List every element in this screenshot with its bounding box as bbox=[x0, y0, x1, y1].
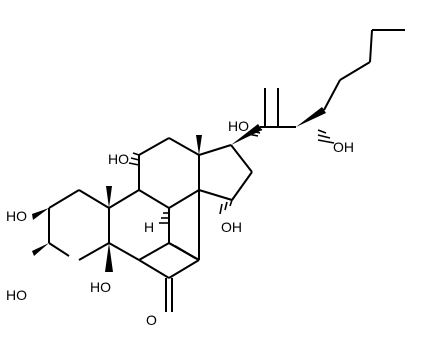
c3-oh-wedge bbox=[32, 243, 49, 256]
c14-oh-hash bbox=[219, 199, 233, 215]
c2-oh-wedge bbox=[32, 208, 49, 220]
ho-c5-label: HO bbox=[90, 279, 111, 295]
h-c9-label: H bbox=[144, 219, 154, 235]
ho-c11-label: HO bbox=[108, 151, 129, 167]
ring-b bbox=[108, 189, 170, 261]
c6-c7-bond bbox=[168, 242, 200, 261]
oh-c14-label: OH bbox=[221, 219, 242, 235]
c20-oh-hash bbox=[247, 127, 263, 137]
ho-c2-label: HO bbox=[6, 208, 27, 224]
carbonyl-bond bbox=[165, 278, 173, 312]
ho-c3-label: HO bbox=[6, 287, 27, 303]
ring-d bbox=[198, 144, 253, 201]
c11-oh-hash bbox=[128, 152, 140, 166]
c5-oh-wedge bbox=[105, 243, 113, 272]
ring-c bbox=[138, 137, 200, 209]
c13-methyl bbox=[196, 135, 202, 155]
o-c6-label: O bbox=[146, 312, 157, 328]
c7-c8-double-bond bbox=[168, 190, 200, 261]
ring-a bbox=[48, 189, 110, 261]
c10-methyl bbox=[106, 186, 112, 208]
c22-oh-hash bbox=[317, 129, 335, 144]
c9-h-hash bbox=[159, 212, 169, 224]
ring-b-lower bbox=[138, 259, 200, 279]
ho-c20-label: HO bbox=[228, 118, 249, 134]
oh-c22-label: OH bbox=[333, 139, 354, 155]
